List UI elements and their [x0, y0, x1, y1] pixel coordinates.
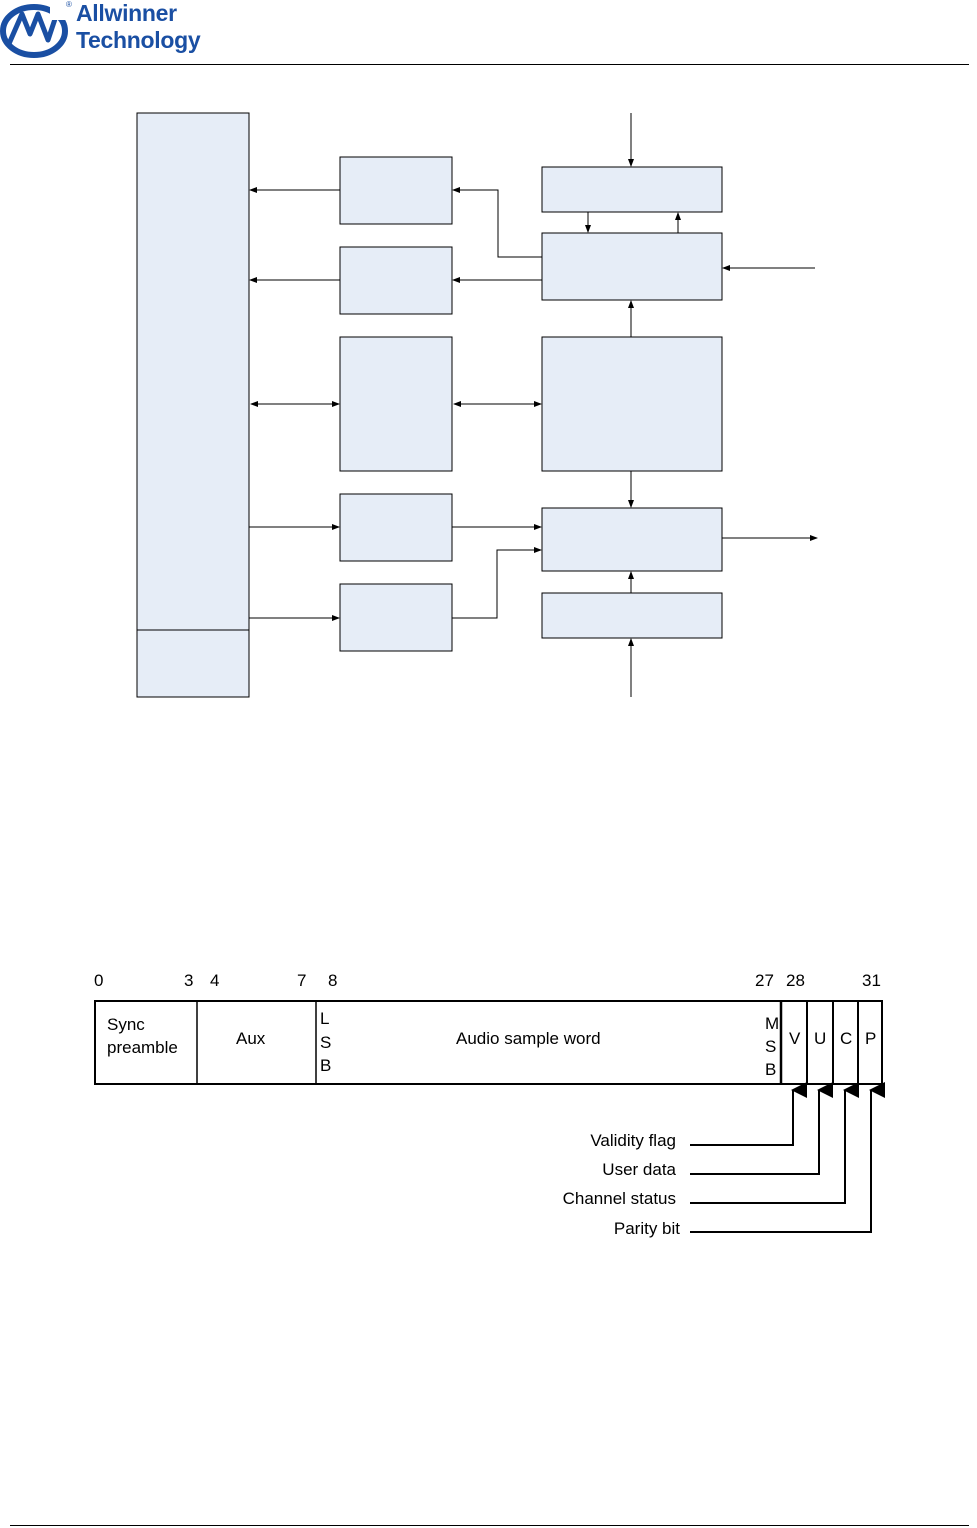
field-p: P: [865, 1029, 876, 1048]
callout-line-parity: [690, 1082, 885, 1233]
block-5: [339, 583, 453, 652]
field-v: V: [789, 1029, 801, 1048]
bit-label-27: 27: [755, 971, 774, 990]
callout-user-data: User data: [602, 1160, 676, 1179]
block-fifo: [541, 336, 723, 472]
subframe-format-diagram: 0 3 4 7 8 27 28 31 Sync preamble Aux L S…: [94, 971, 885, 1238]
field-msb-b: B: [765, 1060, 776, 1079]
brand-name: Allwinner Technology: [76, 0, 201, 54]
field-sync-line2: preamble: [107, 1038, 178, 1057]
bit-label-7: 7: [297, 971, 306, 990]
callout-line-validity: [690, 1082, 807, 1146]
field-u: U: [814, 1029, 826, 1048]
block-rx: [541, 232, 723, 301]
block-4: [339, 493, 453, 562]
callout-line-channel: [690, 1082, 859, 1204]
field-sync-line1: Sync: [107, 1015, 145, 1034]
bit-label-0: 0: [94, 971, 103, 990]
allwinner-logo-icon: [0, 0, 72, 58]
bus-interface-block: [136, 112, 250, 631]
bit-label-8: 8: [328, 971, 337, 990]
block-diagram: [136, 112, 818, 698]
brand-line-1: Allwinner: [76, 0, 177, 26]
block-1: [339, 156, 453, 225]
bit-label-3: 3: [184, 971, 193, 990]
block-bottom-right: [541, 592, 723, 639]
field-lsb-s: S: [320, 1033, 331, 1052]
field-msb-m: M: [765, 1014, 779, 1033]
callout-validity-flag: Validity flag: [590, 1131, 676, 1150]
block-tx: [541, 507, 723, 572]
callout-parity-bit: Parity bit: [614, 1219, 680, 1238]
callout-line-user: [690, 1082, 833, 1175]
registered-mark: ®: [66, 0, 72, 9]
block-3: [339, 336, 453, 472]
block-2: [339, 246, 453, 315]
field-lsb-b: B: [320, 1056, 331, 1075]
bit-label-28: 28: [786, 971, 805, 990]
block-top-right: [541, 166, 723, 213]
header-rule: [10, 64, 969, 65]
arrow-block5-to-tx: [452, 547, 542, 619]
callout-channel-status: Channel status: [563, 1189, 676, 1208]
arrow-rx-to-block1: [452, 187, 542, 258]
bit-label-31: 31: [862, 971, 881, 990]
field-c: C: [840, 1029, 852, 1048]
bit-label-4: 4: [210, 971, 219, 990]
page-header: ® Allwinner Technology: [0, 0, 977, 66]
bus-interface-lower-block: [136, 629, 250, 698]
field-audio-sample-word: Audio sample word: [456, 1029, 601, 1048]
subframe-outline: [94, 1000, 883, 1085]
brand-line-2: Technology: [76, 27, 201, 53]
field-lsb-l: L: [320, 1009, 329, 1028]
field-aux: Aux: [236, 1029, 266, 1048]
field-msb-s: S: [765, 1037, 776, 1056]
footer-rule: [10, 1525, 969, 1526]
